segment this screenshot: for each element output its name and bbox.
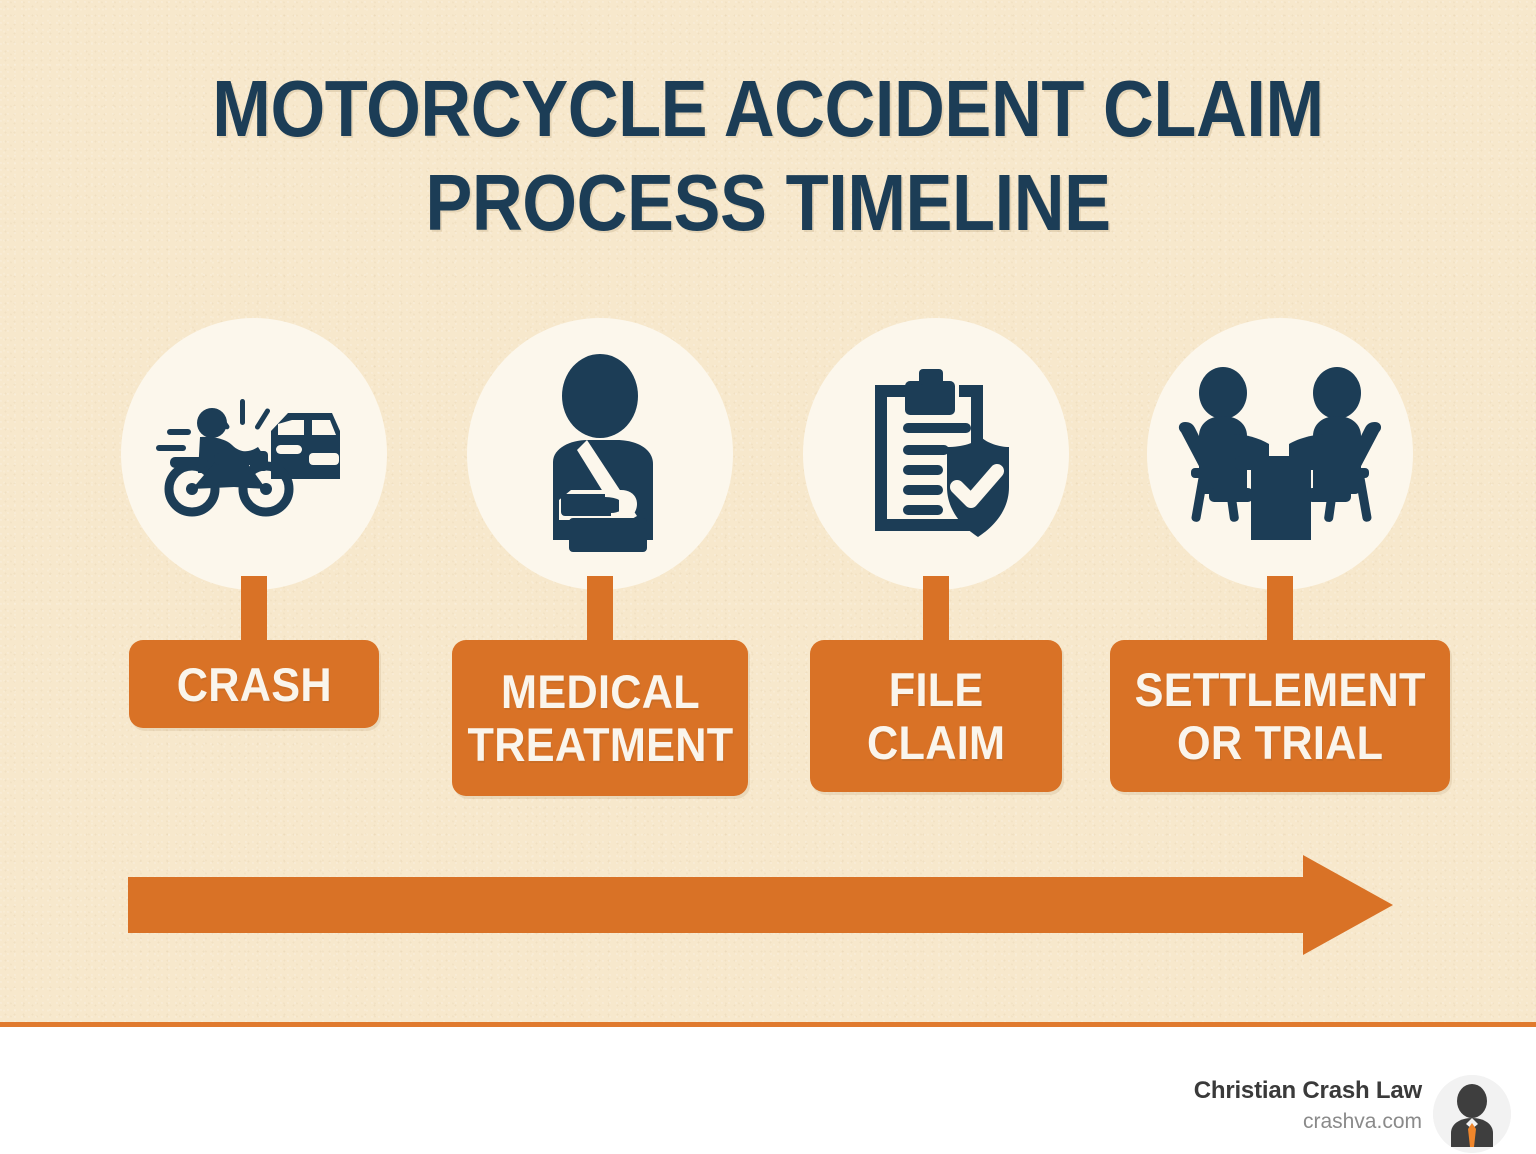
person-arm-sling-icon <box>513 354 688 554</box>
step-label-text: MEDICAL TREATMENT <box>467 665 733 771</box>
two-people-at-table-icon <box>1175 362 1385 547</box>
step-icon-circle <box>803 318 1069 590</box>
step-label-box-crash[interactable]: CRASH <box>129 640 379 728</box>
person-in-suit-avatar-icon <box>1433 1075 1511 1153</box>
step-icon-circle <box>467 318 733 590</box>
brand-block: Christian Crash Law crashva.com <box>1194 1077 1422 1137</box>
timeline-progress-arrow <box>128 855 1393 955</box>
timeline-steps: CRASH <box>0 318 1536 818</box>
brand-name: Christian Crash Law <box>1193 1077 1422 1104</box>
step-icon-circle <box>1147 318 1413 590</box>
motorcycle-car-collision-icon <box>154 379 354 529</box>
step-label-text: SETTLEMENT OR TRIAL <box>1134 663 1426 769</box>
brand-website[interactable]: crashva.com <box>1302 1110 1422 1133</box>
page-title-line-1: MOTORCYCLE ACCIDENT CLAIM <box>212 64 1324 153</box>
page-title-line-2: PROCESS TIMELINE <box>425 158 1111 247</box>
page-title: MOTORCYCLE ACCIDENT CLAIM PROCESS TIMELI… <box>0 62 1536 250</box>
right-arrow-icon <box>128 855 1393 955</box>
step-label-text: CRASH <box>176 657 332 711</box>
step-label-text: FILE CLAIM <box>866 663 1006 769</box>
step-label-box-medical-treatment[interactable]: MEDICAL TREATMENT <box>452 640 748 796</box>
clipboard-shield-check-icon <box>841 359 1031 549</box>
step-label-box-settlement-or-trial[interactable]: SETTLEMENT OR TRIAL <box>1110 640 1450 792</box>
footer-bar: Christian Crash Law crashva.com <box>0 1027 1536 1154</box>
step-label-box-file-claim[interactable]: FILE CLAIM <box>810 640 1062 792</box>
footer-divider <box>0 1022 1536 1027</box>
step-icon-circle <box>121 318 387 590</box>
